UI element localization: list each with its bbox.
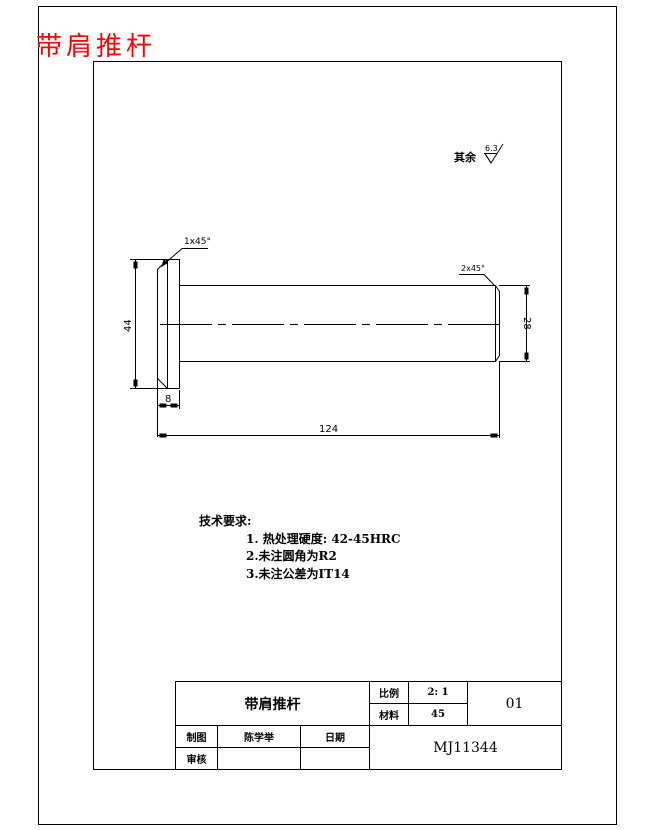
roughness-value: 6.3 xyxy=(485,144,498,153)
title-block-grid xyxy=(175,681,562,770)
inner-frame xyxy=(93,61,562,770)
shaft-chamfer-label: 2x45° xyxy=(461,264,486,273)
leader-flange-chamfer xyxy=(161,248,208,268)
dim-overall-length xyxy=(157,361,500,438)
dim-flange-thickness xyxy=(157,388,180,437)
drawing-header-title: 带肩推杆 xyxy=(36,32,157,62)
drawn-by-label: 制图 xyxy=(186,733,207,744)
tech-requirements-heading: 技术要求: xyxy=(199,514,252,528)
leader-shaft-chamfer xyxy=(459,274,500,372)
checked-by-value xyxy=(218,748,300,769)
flange-diameter-label: 44 xyxy=(123,319,134,332)
drawn-by-value: 陈学举 xyxy=(244,733,274,744)
flange-chamfer-label: 1x45° xyxy=(184,237,212,247)
tech-requirement-item: 1. 热处理硬度: 42-45HRC xyxy=(246,532,401,546)
date-label: 日期 xyxy=(325,733,345,744)
outer-frame xyxy=(38,6,617,825)
scale-label: 比例 xyxy=(379,689,399,700)
tech-requirement-item: 3.未注公差为IT14 xyxy=(246,567,350,581)
scale-value: 2: 1 xyxy=(427,687,449,698)
drawing-number: MJ11344 xyxy=(433,739,498,756)
material-label: 材料 xyxy=(379,711,399,722)
sheet-number: 01 xyxy=(505,695,524,712)
shaft-diameter-label: 28 xyxy=(521,317,532,330)
roughness-symbol-icon xyxy=(484,143,504,164)
title-block-part-name: 带肩推杆 xyxy=(244,696,301,713)
part-shaft xyxy=(179,285,500,362)
dim-flange-diameter xyxy=(130,259,167,389)
dim-shaft-diameter xyxy=(499,285,530,362)
overall-length-label: 124 xyxy=(319,424,339,435)
tech-requirement-item: 2.未注圆角为R2 xyxy=(246,549,337,563)
surface-finish-label: 其余 xyxy=(454,151,476,164)
material-value: 45 xyxy=(431,709,445,720)
date-value xyxy=(301,748,369,769)
flange-thickness-label: 8 xyxy=(165,394,172,405)
checked-by-label: 审核 xyxy=(186,755,207,766)
